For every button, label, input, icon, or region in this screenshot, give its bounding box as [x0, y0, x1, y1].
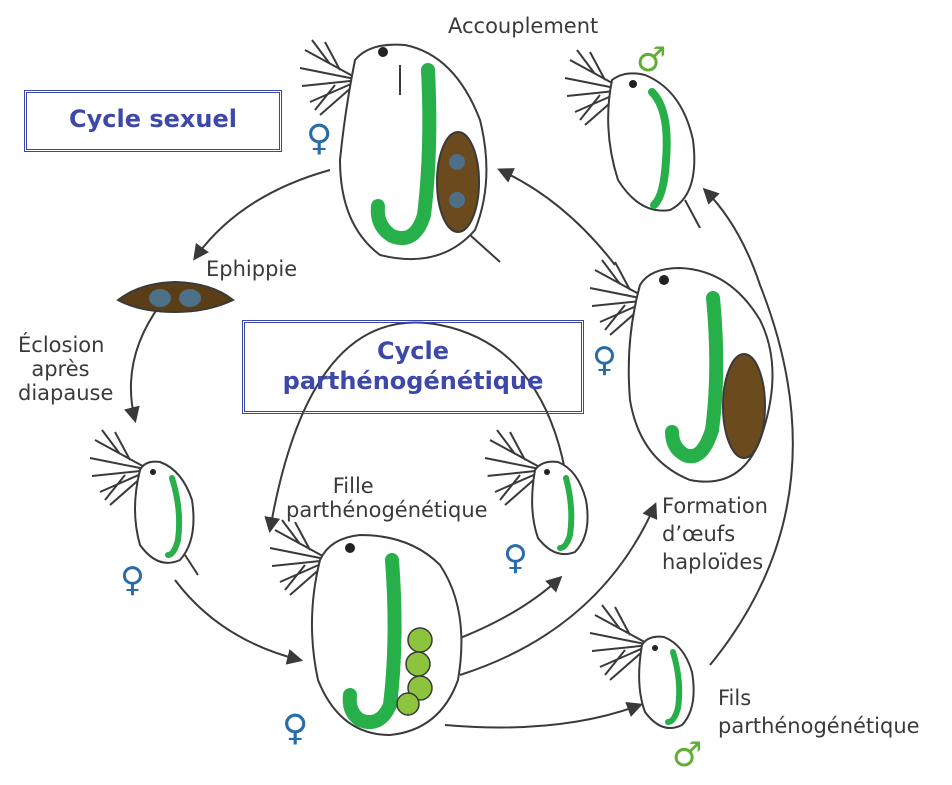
- label-haploid-eggs: Formation d’œufs haploïdes: [662, 492, 768, 576]
- daphnia-hatchling: [90, 430, 198, 575]
- arrow-female-to-ephippium: [195, 170, 330, 258]
- daphnia-male: [565, 50, 700, 228]
- label-daughter: Fille parthénogénétique: [286, 474, 488, 522]
- female-symbol-daughter: ♀: [503, 538, 528, 578]
- female-symbol-top: ♀: [306, 118, 332, 159]
- ephippium: [118, 282, 233, 312]
- arrow-female-to-son: [445, 705, 640, 728]
- daphnia-female-parthenogenetic: [270, 520, 461, 735]
- daphnia-son: [590, 605, 694, 728]
- parthenogenetic-cycle-title-line2: parthénogénétique: [245, 367, 581, 395]
- label-ephippium: Ephippie: [206, 257, 297, 281]
- arrow-haploid-to-mating: [500, 170, 615, 265]
- daphnia-daughter: [485, 430, 588, 554]
- parthenogenetic-cycle-title-line1: Cycle: [245, 337, 581, 365]
- female-symbol-hatchling: ♀: [120, 560, 145, 600]
- sexual-cycle-title: Cycle sexuel: [27, 105, 279, 133]
- arrow-hatchling-to-female: [175, 580, 300, 660]
- arrow-female-to-daughter: [455, 578, 560, 640]
- label-mating: Accouplement: [448, 14, 598, 38]
- male-symbol-top: ♂: [636, 40, 666, 80]
- parthenogenetic-cycle-box: Cycle parthénogénétique: [242, 320, 584, 414]
- male-symbol-bottom: ♂: [672, 735, 702, 775]
- daphnia-female-haploid-eggs: [590, 260, 773, 482]
- label-son: Fils parthénogénétique: [718, 684, 920, 740]
- label-hatching: Éclosion après diapause: [18, 333, 113, 405]
- sexual-cycle-box: Cycle sexuel: [24, 90, 282, 152]
- female-symbol-center: ♀: [282, 708, 308, 749]
- female-symbol-right: ♀: [592, 340, 617, 380]
- arrow-ephippium-to-hatchling: [131, 305, 160, 420]
